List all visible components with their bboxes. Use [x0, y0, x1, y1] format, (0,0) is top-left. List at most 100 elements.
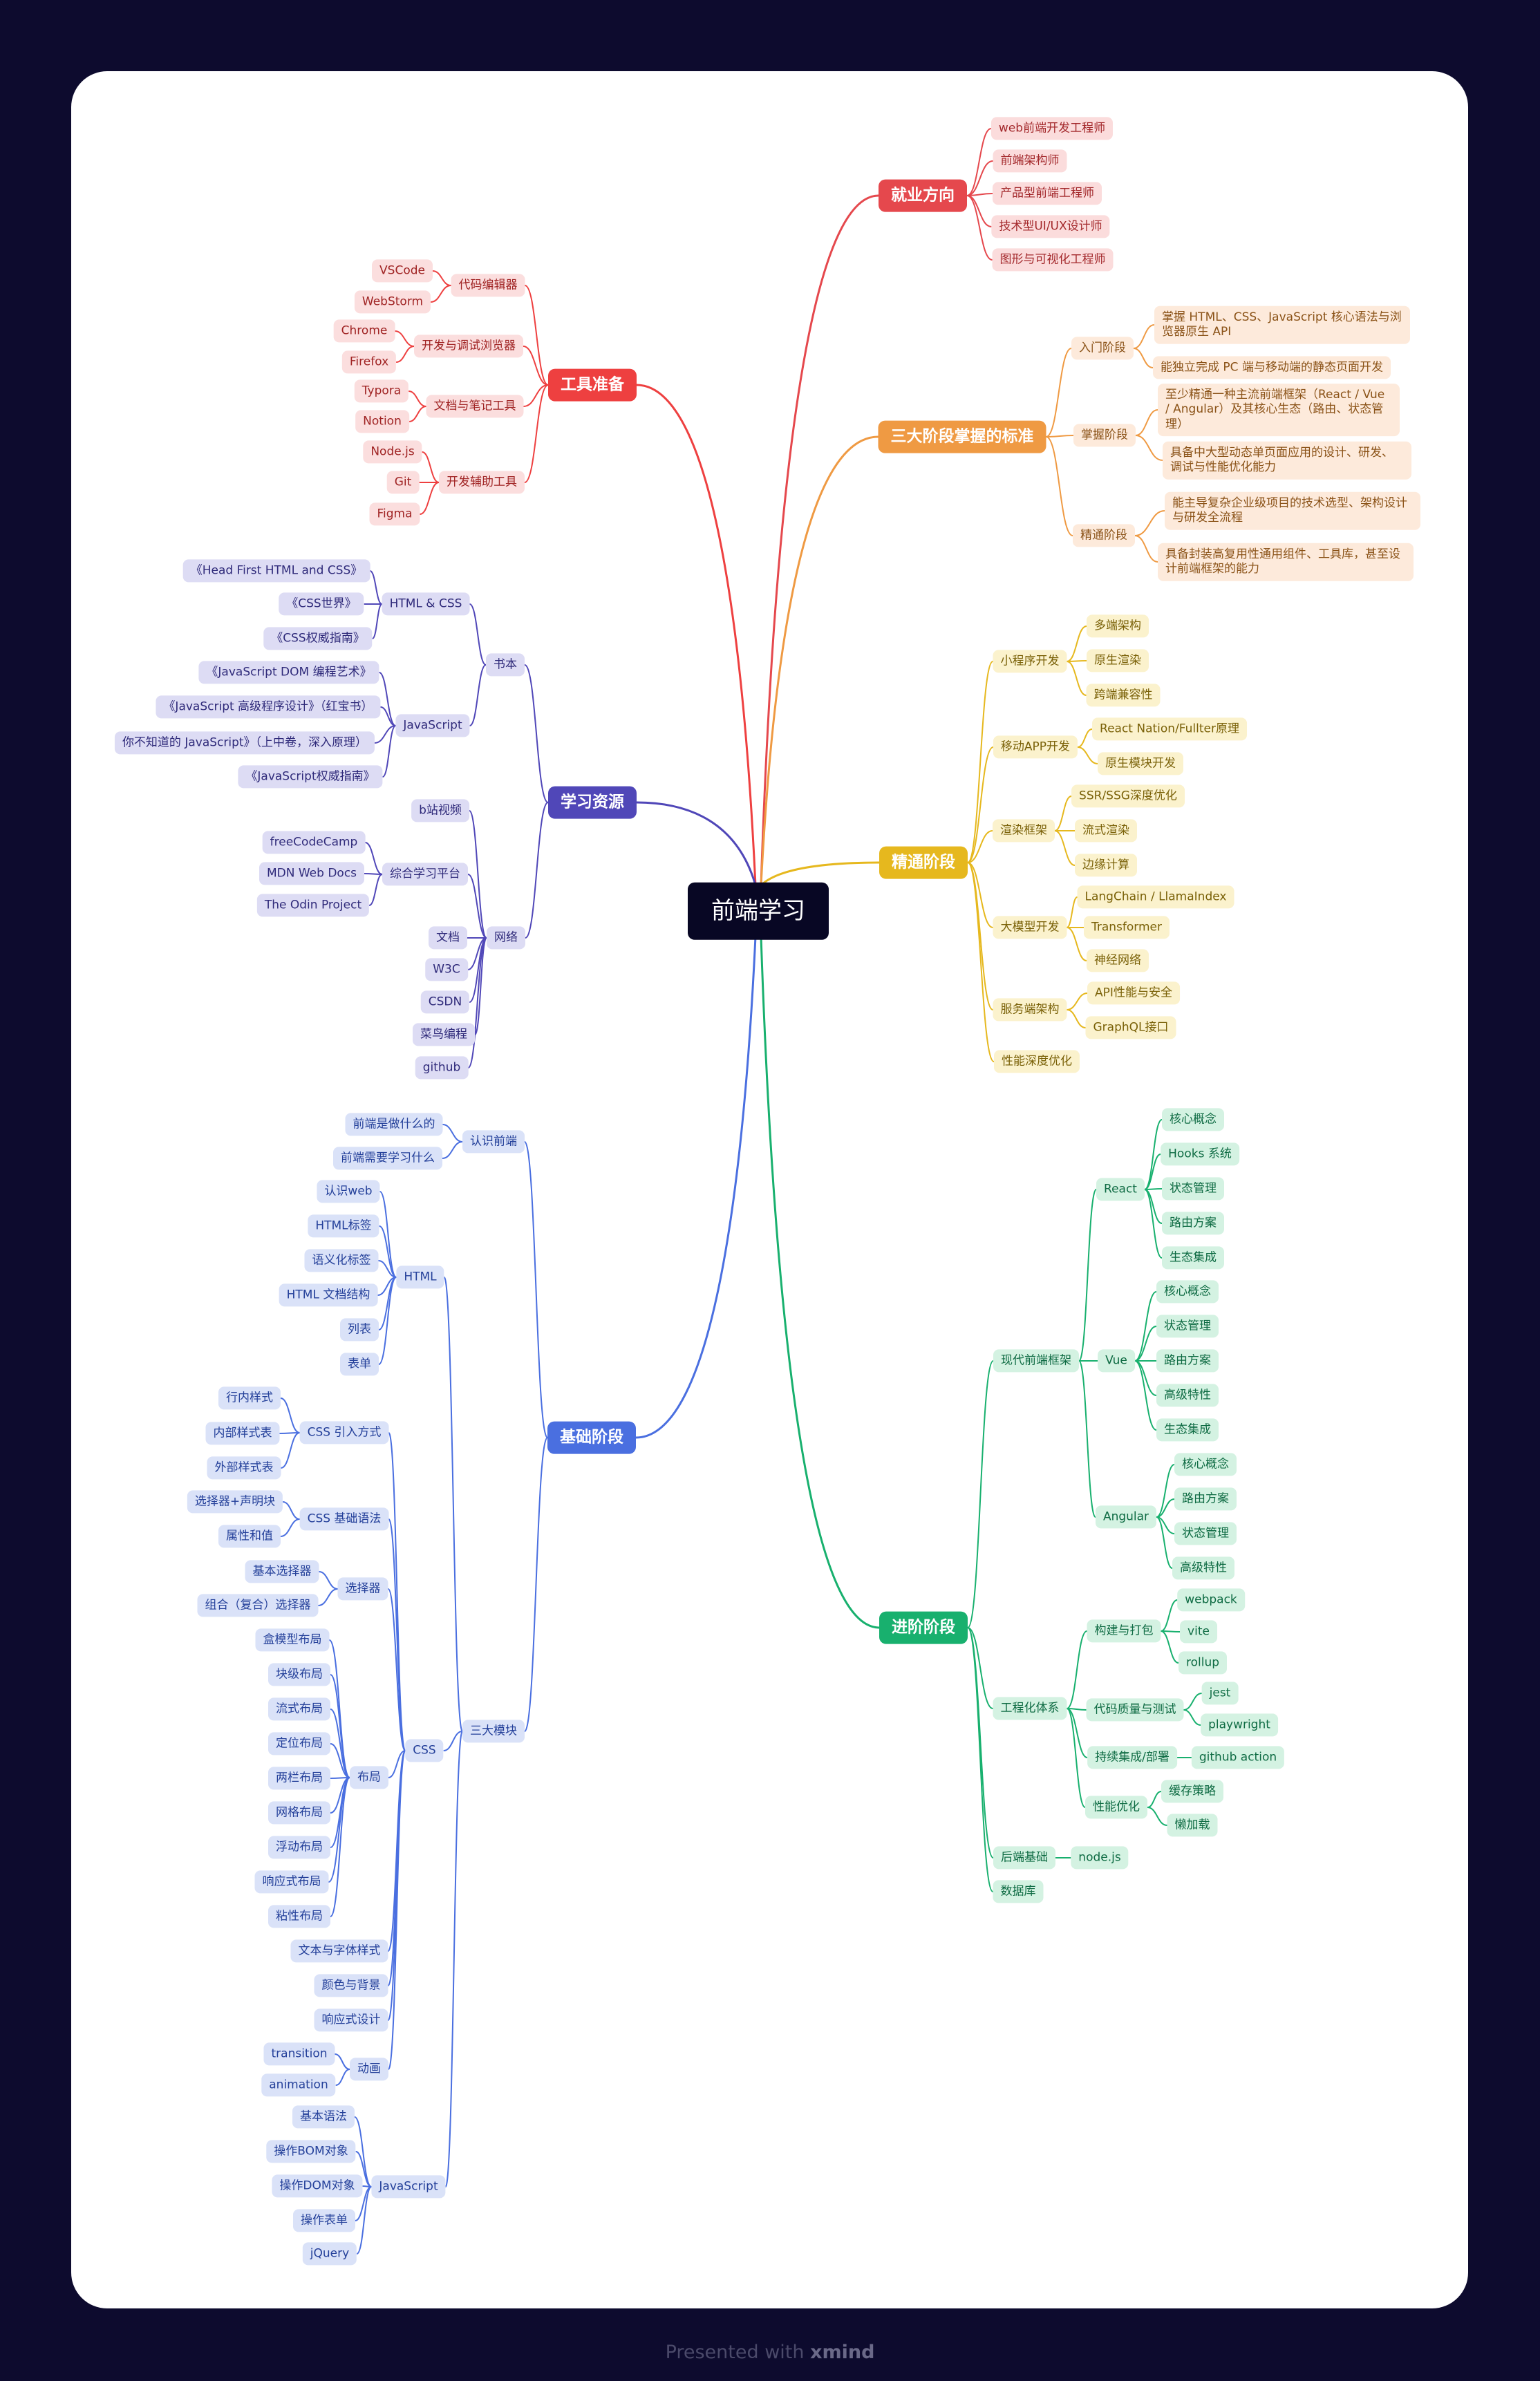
- topic-6-1-1-0[interactable]: CSS 引入方式: [299, 1421, 389, 1444]
- topic-6-1-1-0-2[interactable]: 外部样式表: [207, 1456, 281, 1480]
- topic-4-0-0[interactable]: VSCode: [372, 259, 433, 283]
- topic-3-1-2[interactable]: 持续集成/部署: [1087, 1746, 1177, 1769]
- topic-5-0-1-0[interactable]: 《JavaScript DOM 编程艺术》: [198, 661, 379, 684]
- topic-1-0-1[interactable]: 能独立完成 PC 端与移动端的静态页面开发: [1153, 356, 1391, 379]
- topic-6-1-0-1[interactable]: HTML标签: [308, 1214, 379, 1238]
- topic-5-1-5[interactable]: 菜鸟编程: [413, 1023, 475, 1046]
- topic-3-0-1-1[interactable]: 状态管理: [1156, 1315, 1219, 1338]
- topic-1-2-0[interactable]: 能主导复杂企业级项目的技术选型、架构设计与研发全流程: [1165, 491, 1420, 530]
- topic-6-1-1-1-1[interactable]: 属性和值: [218, 1525, 281, 1548]
- topic-5-1-1-0[interactable]: freeCodeCamp: [262, 831, 366, 854]
- main-branch-0[interactable]: 就业方向: [879, 179, 967, 212]
- main-branch-4[interactable]: 工具准备: [548, 368, 637, 402]
- topic-5-0-0-1[interactable]: 《CSS世界》: [279, 592, 364, 616]
- topic-5-1-6[interactable]: github: [415, 1056, 469, 1080]
- topic-3-1-3[interactable]: 性能优化: [1085, 1796, 1147, 1819]
- topic-6-1-1-0-0[interactable]: 行内样式: [218, 1386, 281, 1410]
- topic-3-0-0-1[interactable]: Hooks 系统: [1161, 1142, 1239, 1166]
- topic-3-1-2-0[interactable]: github action: [1191, 1746, 1285, 1769]
- topic-5-1[interactable]: 网络: [487, 926, 525, 950]
- topic-4-3-1[interactable]: Git: [386, 471, 420, 494]
- topic-5-0-0[interactable]: HTML & CSS: [382, 592, 470, 616]
- main-branch-1[interactable]: 三大阶段掌握的标准: [878, 420, 1046, 453]
- topic-6-1-1-3-3[interactable]: 定位布局: [268, 1732, 330, 1756]
- topic-5-0-1-1[interactable]: 《JavaScript 高级程序设计》（红宝书）: [156, 695, 381, 719]
- main-branch-3[interactable]: 进阶阶段: [879, 1611, 968, 1644]
- topic-5-0-1-2[interactable]: 你不知道的 JavaScript》（上中卷，深入原理）: [114, 731, 375, 755]
- topic-3-0-2-3[interactable]: 高级特性: [1172, 1556, 1234, 1580]
- topic-4-2-0[interactable]: Typora: [354, 379, 409, 403]
- topic-5-1-0[interactable]: b站视频: [411, 799, 469, 822]
- topic-3-1-0[interactable]: 构建与打包: [1087, 1619, 1161, 1643]
- topic-6-1-1-3-5[interactable]: 网格布局: [268, 1801, 330, 1825]
- topic-5-0[interactable]: 书本: [486, 653, 525, 677]
- topic-6-1-1[interactable]: CSS: [405, 1739, 444, 1762]
- topic-6-1-1-1[interactable]: CSS 基础语法: [299, 1507, 389, 1531]
- topic-6-1-1-3-7[interactable]: 响应式布局: [254, 1870, 329, 1894]
- topic-3-0-0-3[interactable]: 路由方案: [1162, 1212, 1224, 1235]
- topic-6-1-1-2-1[interactable]: 组合（复合）选择器: [197, 1594, 319, 1617]
- topic-3-1-1[interactable]: 代码质量与测试: [1086, 1698, 1184, 1722]
- topic-3-0-2-2[interactable]: 状态管理: [1174, 1522, 1237, 1545]
- topic-3-2[interactable]: 后端基础: [993, 1846, 1055, 1870]
- topic-6-1-1-5[interactable]: 颜色与背景: [314, 1974, 388, 1997]
- topic-2-4-0[interactable]: API性能与安全: [1087, 981, 1180, 1005]
- topic-2-2[interactable]: 渲染框架: [993, 819, 1055, 843]
- topic-3-0-1[interactable]: Vue: [1098, 1349, 1135, 1373]
- topic-6-1-1-3-8[interactable]: 粘性布局: [268, 1905, 330, 1928]
- topic-3-0-2-1[interactable]: 路由方案: [1174, 1487, 1237, 1511]
- main-branch-2[interactable]: 精通阶段: [879, 846, 968, 879]
- topic-4-1-1[interactable]: Firefox: [341, 350, 397, 374]
- topic-6-1-1-3-4[interactable]: 两栏布局: [268, 1767, 330, 1790]
- topic-6-1-2-1[interactable]: 操作BOM对象: [266, 2140, 356, 2163]
- topic-4-3-0[interactable]: Node.js: [363, 440, 422, 464]
- topic-6-1-1-7-1[interactable]: animation: [261, 2073, 336, 2097]
- topic-6-1-2[interactable]: JavaScript: [371, 2175, 446, 2199]
- topic-3-1-1-1[interactable]: playwright: [1201, 1713, 1278, 1737]
- topic-2-0-0[interactable]: 多端架构: [1087, 614, 1149, 638]
- topic-1-0-0[interactable]: 掌握 HTML、CSS、JavaScript 核心语法与浏览器原生 API: [1154, 305, 1410, 344]
- topic-3-1-3-1[interactable]: 懒加载: [1167, 1814, 1218, 1837]
- topic-2-4[interactable]: 服务端架构: [993, 998, 1067, 1022]
- main-branch-5[interactable]: 学习资源: [548, 786, 637, 819]
- topic-6-1-1-3-0[interactable]: 盒模型布局: [255, 1628, 330, 1652]
- topic-5-0-1-3[interactable]: 《JavaScript权威指南》: [238, 765, 383, 789]
- topic-1-1[interactable]: 掌握阶段: [1073, 424, 1136, 447]
- topic-6-1-1-3[interactable]: 布局: [350, 1766, 388, 1789]
- topic-5-1-1[interactable]: 综合学习平台: [382, 863, 468, 886]
- topic-6-1-1-0-1[interactable]: 内部样式表: [205, 1422, 280, 1445]
- topic-2-1-0[interactable]: React Nation/Fullter原理: [1092, 717, 1247, 741]
- topic-3-1-1-0[interactable]: jest: [1201, 1682, 1239, 1705]
- topic-6-1-1-1-0[interactable]: 选择器+声明块: [187, 1490, 283, 1514]
- topic-3-0-0[interactable]: React: [1096, 1178, 1145, 1201]
- topic-5-0-1[interactable]: JavaScript: [395, 714, 470, 737]
- topic-6-1-1-4[interactable]: 文本与字体样式: [290, 1939, 388, 1963]
- topic-6-1-1-7-0[interactable]: transition: [263, 2042, 335, 2066]
- topic-6-1-1-2-0[interactable]: 基本选择器: [245, 1560, 319, 1583]
- topic-5-1-2[interactable]: 文档: [429, 926, 467, 950]
- topic-3-2-0[interactable]: node.js: [1071, 1846, 1129, 1870]
- topic-6-1-1-3-2[interactable]: 流式布局: [268, 1697, 330, 1721]
- topic-3-0-0-0[interactable]: 核心概念: [1162, 1108, 1224, 1131]
- topic-4-0[interactable]: 代码编辑器: [451, 274, 525, 297]
- topic-6-1-0-3[interactable]: HTML 文档结构: [279, 1283, 378, 1307]
- topic-0-4[interactable]: 图形与可视化工程师: [992, 248, 1114, 272]
- topic-1-2-1[interactable]: 具备封装高复用性通用组件、工具库，甚至设计前端框架的能力: [1158, 543, 1414, 581]
- topic-3-0-0-4[interactable]: 生态集成: [1162, 1246, 1224, 1270]
- topic-6-1-1-6[interactable]: 响应式设计: [314, 2008, 388, 2032]
- topic-3-1-0-2[interactable]: rollup: [1178, 1651, 1228, 1675]
- topic-6-1-0-0[interactable]: 认识web: [317, 1180, 380, 1203]
- topic-2-3-0[interactable]: LangChain / LlamaIndex: [1077, 885, 1234, 909]
- topic-2-3-1[interactable]: Transformer: [1083, 916, 1170, 939]
- topic-6-1-1-2[interactable]: 选择器: [337, 1577, 388, 1601]
- topic-6-0-0[interactable]: 前端是做什么的: [345, 1113, 443, 1136]
- topic-6-1-0[interactable]: HTML: [396, 1265, 444, 1289]
- topic-4-1-0[interactable]: Chrome: [333, 319, 395, 343]
- topic-3-0-1-0[interactable]: 核心概念: [1156, 1280, 1219, 1304]
- topic-1-0[interactable]: 入门阶段: [1071, 337, 1134, 360]
- topic-6-1-2-0[interactable]: 基本语法: [292, 2105, 355, 2129]
- topic-1-1-0[interactable]: 至少精通一种主流前端框架（React / Vue / Angular）及其核心生…: [1158, 384, 1400, 436]
- topic-5-0-0-0[interactable]: 《Head First HTML and CSS》: [182, 559, 370, 583]
- topic-6-1-0-5[interactable]: 表单: [340, 1353, 379, 1376]
- topic-5-0-0-2[interactable]: 《CSS权威指南》: [263, 627, 373, 650]
